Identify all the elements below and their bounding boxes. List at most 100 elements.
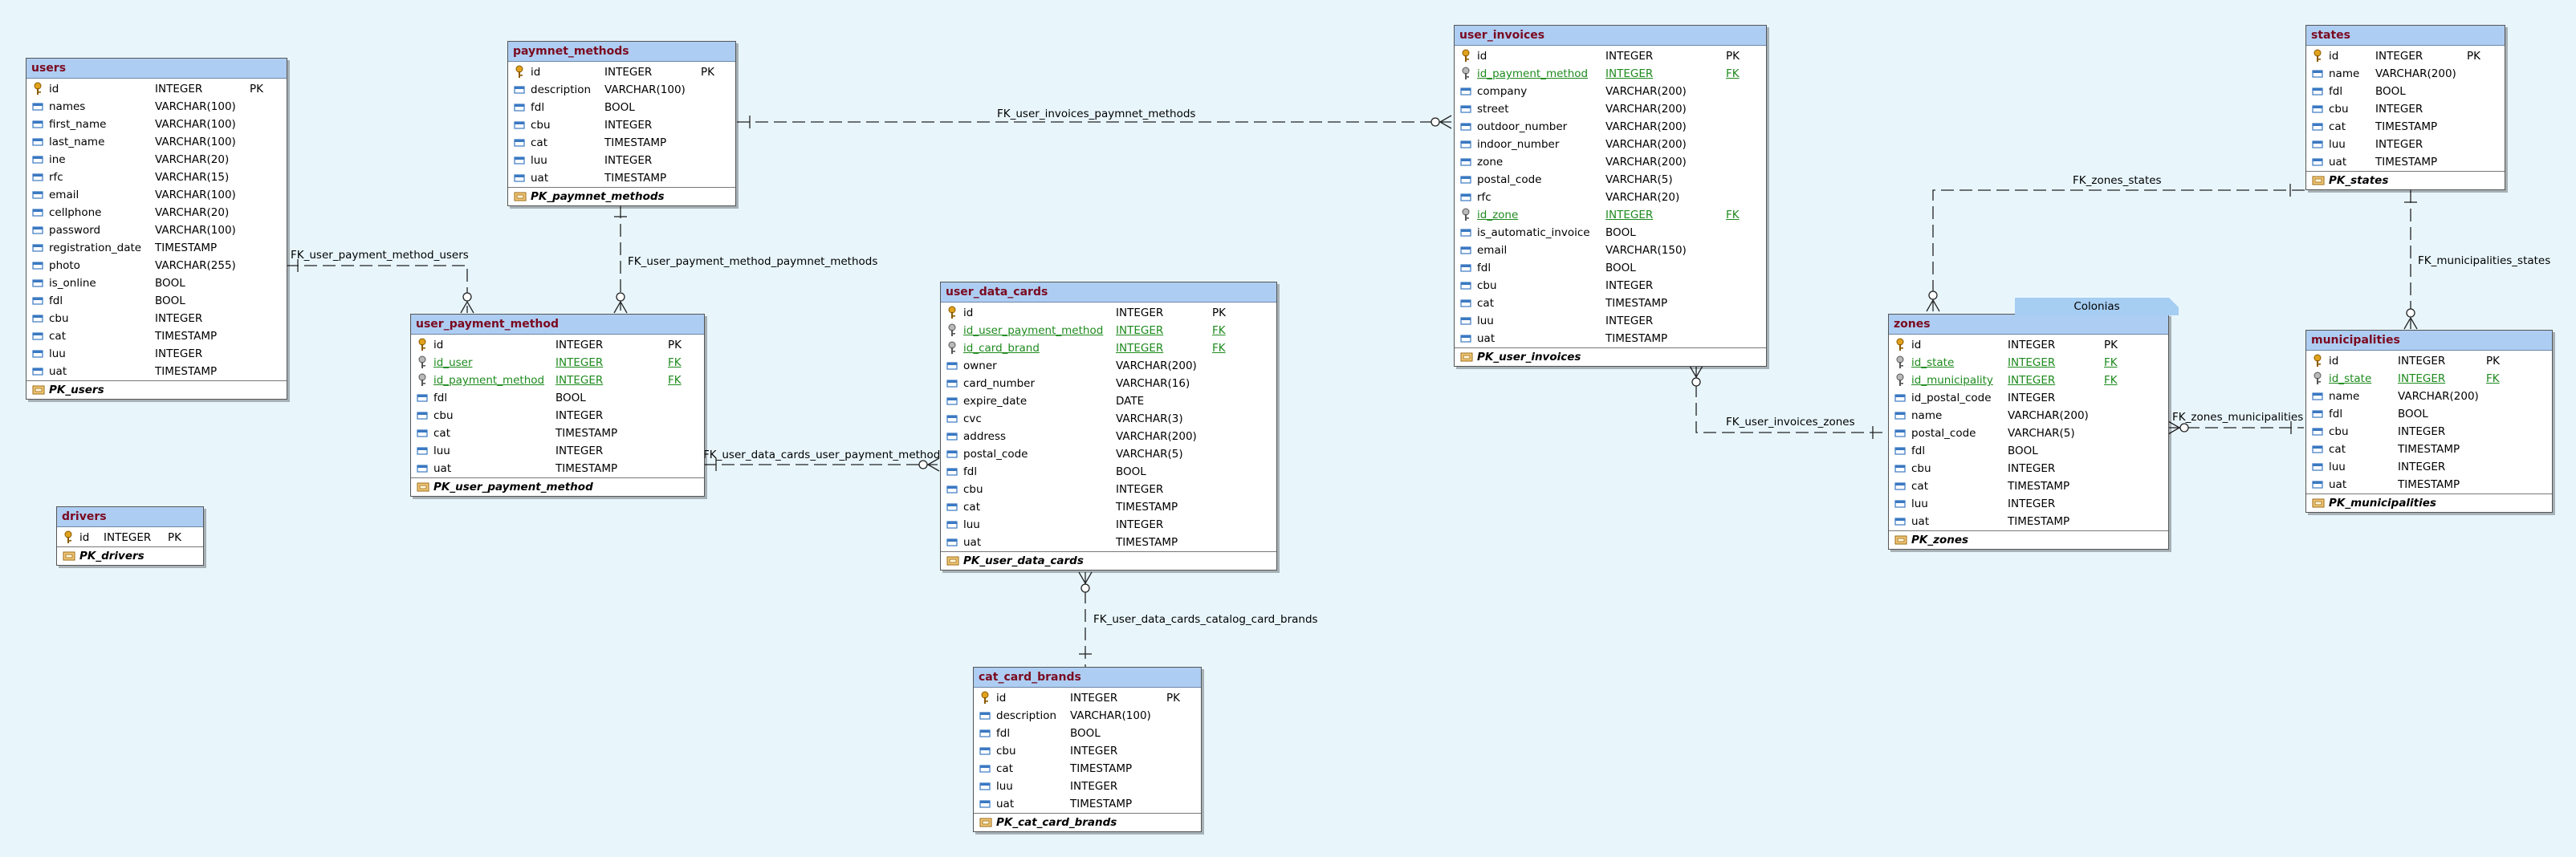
table-title[interactable]: user_data_cards: [941, 282, 1276, 303]
table-title[interactable]: user_payment_method: [411, 315, 704, 335]
primary-key-constraint[interactable]: PK_paymnet_methods: [508, 187, 735, 205]
table-title[interactable]: drivers: [57, 507, 203, 527]
table-title[interactable]: cat_card_brands: [974, 668, 1201, 688]
primary-key-constraint[interactable]: PK_user_payment_method: [411, 477, 704, 496]
table-title[interactable]: municipalities: [2306, 331, 2552, 351]
primary-key-constraint[interactable]: PK_zones: [1889, 530, 2168, 549]
table-title[interactable]: user_invoices: [1455, 26, 1766, 46]
primary-key-constraint[interactable]: PK_drivers: [57, 546, 203, 565]
primary-key-constraint[interactable]: PK_user_invoices: [1455, 347, 1766, 366]
table-title[interactable]: users: [26, 59, 287, 79]
table-title[interactable]: zones: [1889, 315, 2168, 335]
primary-key-constraint[interactable]: PK_users: [26, 380, 287, 399]
table-title[interactable]: states: [2306, 26, 2505, 46]
primary-key-constraint[interactable]: PK_municipalities: [2306, 493, 2552, 512]
primary-key-constraint[interactable]: PK_states: [2306, 171, 2505, 189]
